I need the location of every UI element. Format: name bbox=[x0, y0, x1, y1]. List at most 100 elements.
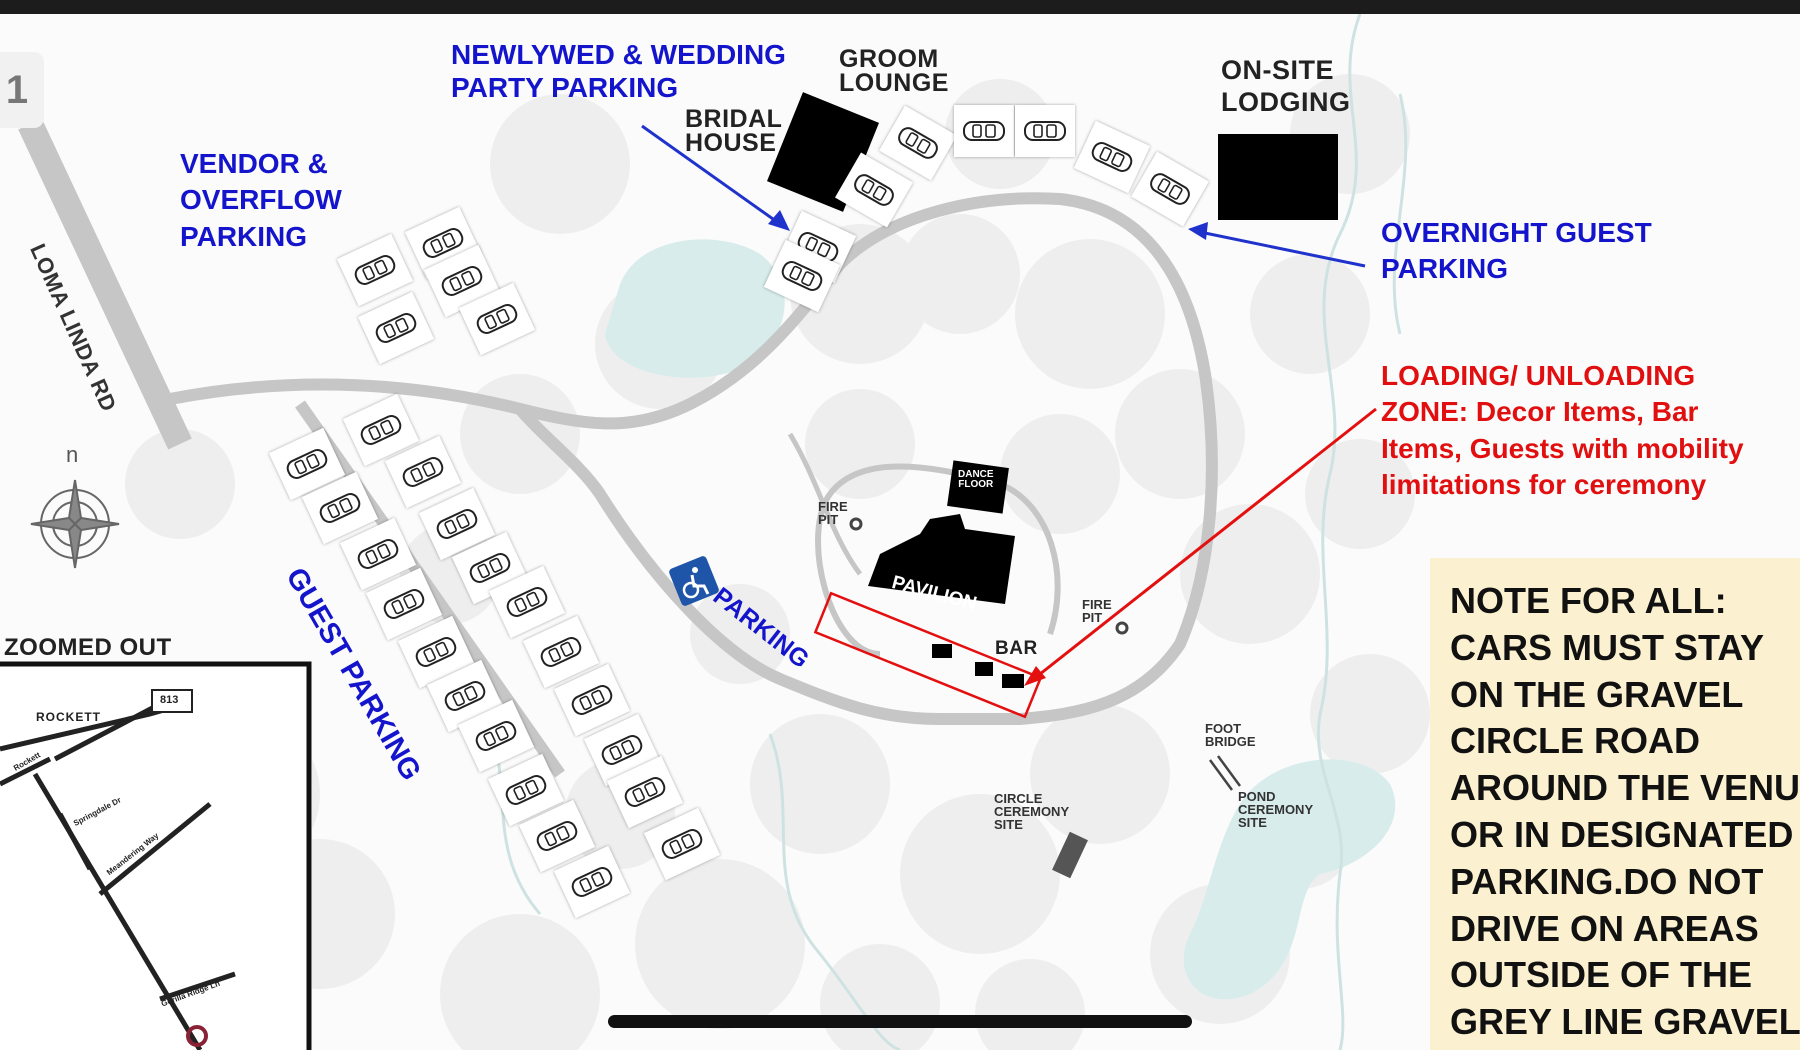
vendor-parking-label: VENDOR & OVERFLOW PARKING bbox=[180, 148, 342, 252]
ponds bbox=[605, 239, 1396, 1000]
car-icon bbox=[1150, 173, 1190, 205]
parking-space bbox=[301, 471, 379, 545]
parking-space bbox=[583, 713, 661, 787]
groom-lounge-label: GROOM LOUNGE bbox=[839, 45, 949, 97]
car-icon bbox=[383, 589, 425, 619]
parking-space bbox=[342, 393, 420, 467]
parking-space bbox=[522, 615, 600, 689]
car-icon bbox=[624, 777, 666, 807]
dance-floor-label: DANCE FLOOR bbox=[958, 469, 994, 490]
parking-space bbox=[518, 799, 596, 873]
car-icon bbox=[475, 721, 517, 751]
car-icon bbox=[1024, 121, 1066, 141]
parking-space bbox=[458, 282, 536, 356]
parking-space bbox=[643, 807, 721, 881]
pavilion-building bbox=[868, 514, 1015, 604]
dance-floor-building bbox=[947, 460, 1009, 514]
compass-icon bbox=[30, 479, 120, 569]
overnight-parking-label: OVERNIGHT GUEST PARKING bbox=[1381, 217, 1652, 285]
fire-pit-right-icon bbox=[1115, 621, 1129, 635]
parking-space bbox=[457, 699, 535, 773]
home-indicator[interactable] bbox=[608, 1015, 1192, 1028]
inset-rockett-label: ROCKETT bbox=[36, 710, 101, 724]
car-icon bbox=[536, 821, 578, 851]
car-icon bbox=[854, 174, 894, 206]
parking-space bbox=[339, 517, 417, 591]
parking-space bbox=[1073, 120, 1151, 194]
car-icon bbox=[357, 539, 399, 569]
on-site-lodging-label: ON-SITE LODGING bbox=[1221, 55, 1351, 118]
bar-block bbox=[932, 644, 952, 658]
car-icon bbox=[963, 121, 1005, 141]
parking-space bbox=[954, 105, 1014, 157]
car-icon bbox=[375, 313, 417, 343]
parking-space bbox=[397, 615, 475, 689]
fire-pit-left-label: FIRE PIT bbox=[818, 499, 848, 527]
parking-space bbox=[365, 567, 443, 641]
loading-zone-label: LOADING/ UNLOADING ZONE: Decor Items, Ba… bbox=[1381, 360, 1744, 501]
wheelchair-icon bbox=[669, 556, 719, 606]
parking-space bbox=[426, 659, 504, 733]
car-icon bbox=[661, 829, 703, 859]
lodging-building bbox=[1218, 134, 1338, 220]
parking-space bbox=[835, 152, 913, 228]
note-text: NOTE FOR ALL: CARS MUST STAY ON THE GRAV… bbox=[1450, 580, 1800, 1043]
car-icon bbox=[540, 637, 582, 667]
pond-ceremony-label: POND CEREMONY SITE bbox=[1238, 789, 1314, 830]
car-icon bbox=[319, 493, 361, 523]
car-icon bbox=[781, 261, 823, 291]
fire-pit-left-icon bbox=[849, 517, 863, 531]
loma-linda-road bbox=[18, 118, 192, 450]
car-icon bbox=[571, 685, 613, 715]
note-box: NOTE FOR ALL: CARS MUST STAY ON THE GRAV… bbox=[1430, 558, 1800, 1050]
upper-pond bbox=[605, 239, 785, 378]
car-icon bbox=[415, 637, 457, 667]
parking-space bbox=[357, 291, 435, 365]
car-icon bbox=[441, 266, 483, 296]
parking-space bbox=[879, 105, 957, 181]
car-icon bbox=[506, 587, 548, 617]
car-icon bbox=[422, 228, 464, 258]
parking-space bbox=[336, 233, 414, 307]
car-icon bbox=[571, 867, 613, 897]
parking-space bbox=[553, 845, 631, 919]
top-bar bbox=[0, 0, 1800, 14]
car-icon bbox=[469, 553, 511, 583]
zoomed-out-inset bbox=[0, 661, 312, 1050]
parking-space bbox=[1131, 151, 1209, 227]
parking-space bbox=[384, 435, 462, 509]
car-icon bbox=[601, 735, 643, 765]
parking-space bbox=[418, 487, 496, 561]
foot-bridge-label: FOOT BRIDGE bbox=[1205, 721, 1256, 749]
circle-ceremony-label: CIRCLE CEREMONY SITE bbox=[994, 791, 1070, 832]
parking-space bbox=[1015, 105, 1075, 157]
parking-space bbox=[763, 239, 841, 313]
page-number-badge: 1 bbox=[0, 52, 44, 128]
loading-zone-box bbox=[813, 591, 1043, 719]
zoomed-out-label: ZOOMED OUT bbox=[4, 634, 172, 661]
newlywed-parking-label: NEWLYWED & WEDDING PARTY PARKING bbox=[451, 39, 786, 104]
bridal-house-label: BRIDAL HOUSE bbox=[685, 105, 783, 157]
inset-route-label: 813 bbox=[160, 694, 179, 706]
parking-space bbox=[423, 244, 501, 318]
lower-pond bbox=[1183, 759, 1396, 1000]
parking-space bbox=[451, 531, 529, 605]
arrows bbox=[641, 124, 1377, 686]
bar-label: BAR bbox=[995, 638, 1038, 659]
parking-space bbox=[404, 206, 482, 280]
car-icon bbox=[360, 415, 402, 445]
location-pin-icon bbox=[186, 1025, 208, 1047]
foot-bridge-icon bbox=[1208, 755, 1242, 791]
parking-space bbox=[553, 663, 631, 737]
parking-space bbox=[606, 755, 684, 829]
car-icon bbox=[476, 304, 518, 334]
car-icon bbox=[402, 457, 444, 487]
car-icon bbox=[1091, 142, 1133, 172]
car-icon bbox=[354, 255, 396, 285]
parking-space bbox=[487, 753, 565, 827]
car-icon bbox=[286, 449, 328, 479]
parking-space bbox=[268, 427, 346, 501]
car-icon bbox=[436, 509, 478, 539]
parking-space bbox=[488, 565, 566, 639]
